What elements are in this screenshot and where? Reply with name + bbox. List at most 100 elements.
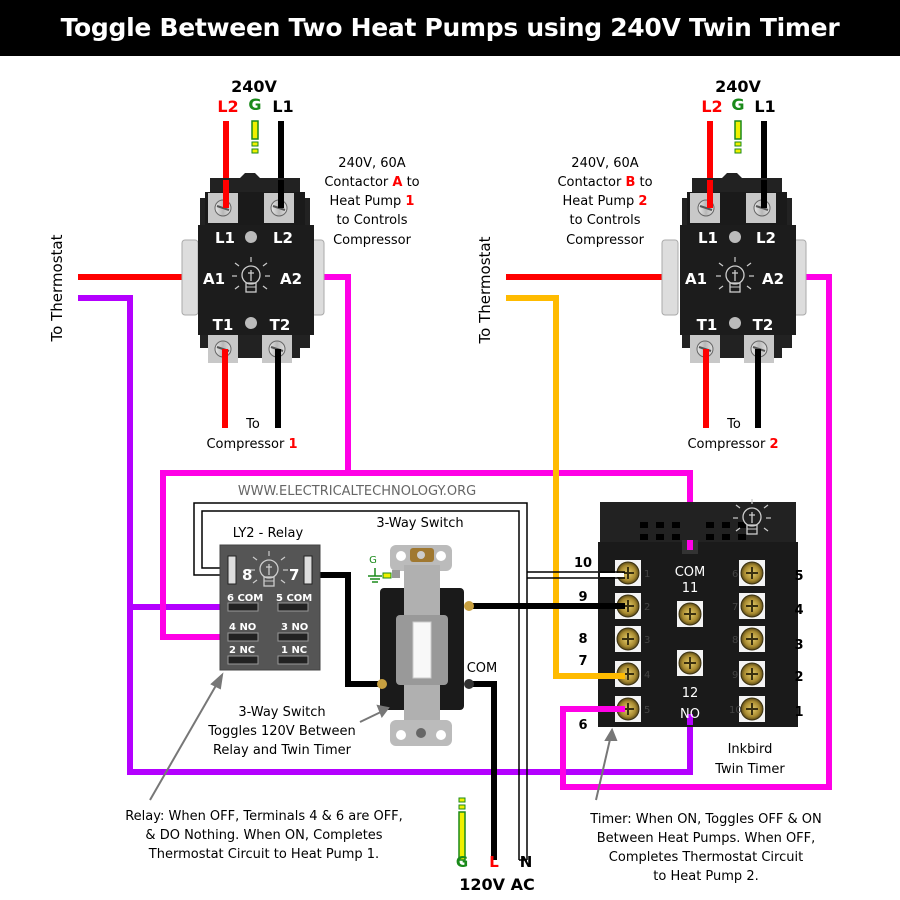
supply-b-g: G — [731, 95, 744, 114]
arrow-relay-note — [149, 681, 219, 801]
timer-inner-numbers: 1 2 3 4 5 6 7 8 9 10 — [644, 569, 742, 716]
svg-text:7: 7 — [289, 566, 299, 584]
svg-text:1: 1 — [794, 705, 803, 720]
traveler-screw-icon — [464, 601, 474, 611]
timer-center-labels: COM 11 12 NO — [675, 565, 706, 722]
wire-magenta-loop — [160, 470, 693, 640]
ground-icon — [368, 568, 392, 583]
svg-text:L1: L1 — [215, 229, 235, 247]
svg-text:3: 3 — [794, 638, 803, 653]
arrow-head-icon — [376, 704, 390, 719]
svg-text:T1: T1 — [213, 316, 234, 334]
switch-caption: 3-Way Switch Toggles 120V Between Relay … — [207, 705, 355, 758]
svg-text:COM: COM — [675, 565, 706, 580]
compressor-2-label: Compressor 2 — [687, 437, 778, 452]
svg-text:4: 4 — [794, 603, 803, 618]
ly2-relay — [219, 544, 321, 671]
svg-text:to Controls: to Controls — [337, 213, 408, 228]
svg-text:4: 4 — [644, 670, 650, 681]
contactor-b-description: 240V, 60A Contactor B to Heat Pump 2 to … — [557, 156, 652, 248]
svg-text:3: 3 — [644, 635, 650, 646]
supply-b-l1: L1 — [754, 97, 775, 116]
svg-text:240V, 60A: 240V, 60A — [571, 156, 639, 171]
svg-text:8: 8 — [732, 635, 738, 646]
svg-text:Thermostat Circuit to Heat Pum: Thermostat Circuit to Heat Pump 1. — [148, 847, 379, 862]
contactor-a-terminal-labels: L1 L2 A1 A2 T1 T2 — [203, 229, 302, 334]
website-watermark: WWW.ELECTRICALTECHNOLOGY.ORG — [238, 484, 476, 499]
supply-b-l2: L2 — [701, 97, 722, 116]
supply-a-g: G — [248, 95, 261, 114]
svg-text:5 COM: 5 COM — [276, 593, 312, 604]
supply-a-l2: L2 — [217, 97, 238, 116]
svg-text:5: 5 — [794, 569, 803, 584]
terminal-12 — [676, 649, 704, 677]
timer-left-terminals — [614, 559, 642, 723]
svg-text:Relay: When OFF, Terminals 4 &: Relay: When OFF, Terminals 4 & 6 are OFF… — [125, 809, 403, 824]
switch-com-label: COM — [467, 661, 498, 676]
svg-text:3 NO: 3 NO — [281, 622, 308, 633]
svg-text:Toggles 120V Between: Toggles 120V Between — [207, 724, 355, 739]
wire-switch-com-line — [473, 681, 497, 860]
svg-text:3-Way Switch: 3-Way Switch — [238, 705, 325, 720]
timer-right-numbers: 5 4 3 2 1 — [794, 569, 803, 720]
svg-text:NO: NO — [680, 707, 700, 722]
svg-text:Completes Thermostat Circuit: Completes Thermostat Circuit — [609, 850, 803, 865]
svg-text:7: 7 — [578, 654, 587, 669]
timer-left-numbers: 10 9 8 7 6 — [574, 556, 592, 733]
svg-text:Compressor: Compressor — [333, 233, 412, 248]
svg-text:1 NC: 1 NC — [281, 645, 307, 656]
svg-text:Compressor: Compressor — [566, 233, 645, 248]
svg-text:T2: T2 — [753, 316, 774, 334]
title-bar — [0, 0, 900, 56]
terminal-11 — [676, 600, 704, 628]
inkbird-twin-timer — [556, 498, 798, 727]
labels: 240V L2 G L1 240V L2 G L1 240V, 60A Cont… — [48, 77, 822, 894]
svg-text:2 NC: 2 NC — [229, 645, 255, 656]
svg-text:A1: A1 — [203, 270, 225, 288]
wire-neutral-inner — [201, 510, 520, 860]
contactor-a-to: To — [245, 417, 260, 432]
wire-relay7-switch — [310, 572, 385, 687]
svg-text:5: 5 — [644, 705, 650, 716]
supply-a-voltage: 240V — [231, 77, 277, 96]
com-screw-icon — [464, 679, 474, 689]
svg-text:& DO Nothing. When ON, Complet: & DO Nothing. When ON, Completes — [145, 828, 382, 843]
contactor-a-description: 240V, 60A Contactor A to Heat Pump 1 to … — [324, 156, 419, 248]
svg-text:9: 9 — [578, 590, 587, 605]
arrow-timer-note — [595, 734, 612, 801]
svg-text:Heat Pump 1: Heat Pump 1 — [330, 194, 415, 209]
svg-text:A1: A1 — [685, 270, 707, 288]
svg-text:Contactor A to: Contactor A to — [324, 175, 419, 190]
traveler-screw-icon — [377, 679, 387, 689]
svg-text:L2: L2 — [273, 229, 293, 247]
supply-a-l1: L1 — [272, 97, 293, 116]
wire-120v-ground — [458, 797, 466, 861]
svg-text:Relay and Twin Timer: Relay and Twin Timer — [213, 743, 352, 758]
svg-text:T2: T2 — [270, 316, 291, 334]
relay-note: Relay: When OFF, Terminals 4 & 6 are OFF… — [125, 809, 403, 862]
svg-text:10: 10 — [574, 556, 592, 571]
three-way-switch — [368, 545, 474, 746]
wire-contactor-a-a2 — [322, 274, 351, 473]
svg-text:11: 11 — [682, 581, 699, 596]
timer-caption: Inkbird Twin Timer — [714, 742, 785, 777]
pointer-arrows — [149, 672, 618, 801]
contactor-b — [661, 173, 807, 365]
svg-text:12: 12 — [682, 686, 699, 701]
svg-text:8: 8 — [578, 632, 587, 647]
svg-text:2: 2 — [644, 602, 650, 613]
svg-text:L2: L2 — [756, 229, 776, 247]
thermostat-right-label: To Thermostat — [476, 236, 494, 344]
svg-text:6: 6 — [732, 569, 738, 580]
contactor-b-to: To — [726, 417, 741, 432]
svg-text:9: 9 — [732, 670, 738, 681]
timer-right-terminals — [738, 559, 766, 723]
svg-text:7: 7 — [732, 602, 738, 613]
switch-title: 3-Way Switch — [376, 516, 463, 531]
timer-note: Timer: When ON, Toggles OFF & ON Between… — [589, 812, 821, 884]
arrow-head-icon — [604, 727, 618, 741]
svg-text:4 NO: 4 NO — [229, 622, 256, 633]
svg-text:T1: T1 — [697, 316, 718, 334]
page-title: Toggle Between Two Heat Pumps using 240V… — [60, 13, 840, 42]
